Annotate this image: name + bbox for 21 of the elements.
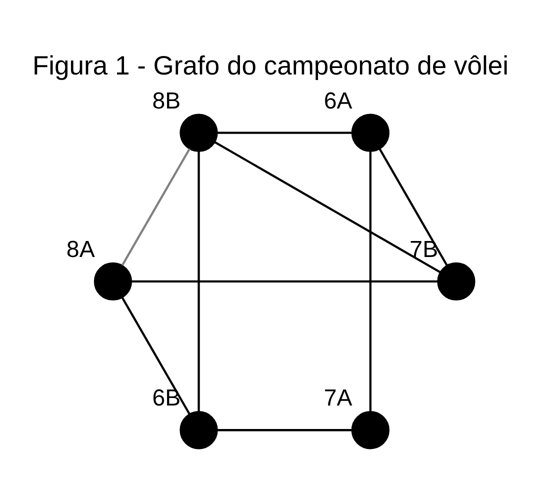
node-label: 8B	[152, 86, 181, 113]
node-circle	[180, 113, 218, 152]
node-label: 7A	[324, 384, 352, 410]
diagram-title: Figura 1 - Grafo do campeonato de vôlei	[32, 50, 509, 80]
node-circle	[180, 410, 218, 449]
connector	[214, 140, 441, 273]
node-circle	[437, 262, 476, 300]
connector	[198, 150, 200, 412]
connector	[121, 148, 191, 266]
connector	[217, 428, 352, 431]
node-circle	[351, 113, 390, 152]
node-circle	[94, 262, 132, 300]
connector	[369, 150, 372, 412]
connector	[121, 296, 191, 414]
node-label: 8A	[66, 235, 95, 262]
connector	[131, 280, 438, 282]
node-label: 6B	[152, 384, 181, 410]
connector	[378, 148, 448, 266]
node-circle	[351, 410, 390, 449]
connector	[218, 131, 352, 134]
node-label: 6A	[324, 86, 352, 113]
